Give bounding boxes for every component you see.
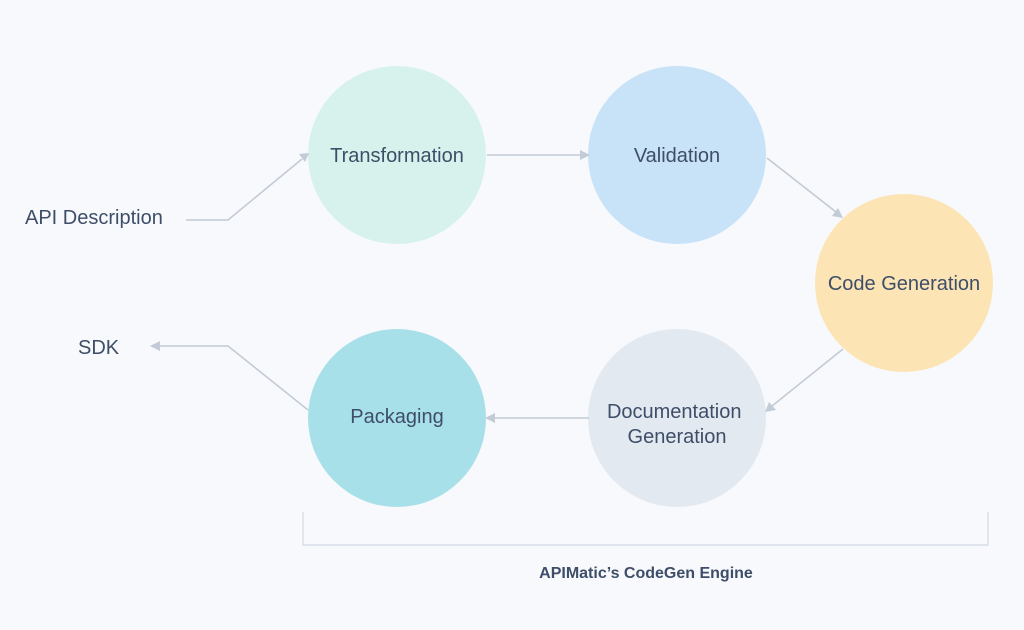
api-description-input-label: API Description <box>25 207 163 229</box>
code-generation-stage-circle <box>815 194 993 372</box>
documentation-generation-stage-circle <box>588 329 766 507</box>
code-generation-stage-label: Code Generation <box>828 273 980 295</box>
sdk-output-label: SDK <box>78 337 120 359</box>
arrowhead-icon <box>150 341 160 351</box>
arrowhead-icon <box>485 413 495 423</box>
arrowhead-icon <box>299 153 309 162</box>
validation-stage-label: Validation <box>634 145 720 167</box>
engine-label: APIMatic’s CodeGen Engine <box>539 565 753 582</box>
input-to-transformation-connector <box>186 158 303 221</box>
packaging-stage-label: Packaging <box>350 406 443 428</box>
arrowhead-icon <box>765 402 776 412</box>
validation-stage-circle <box>588 66 766 244</box>
engine-bracket <box>302 512 989 546</box>
code-generation-to-documentation-connector <box>771 348 844 407</box>
transformation-stage-label: Transformation <box>330 145 464 167</box>
documentation-generation-stage-label: Documentation Generation <box>607 401 747 448</box>
arrowhead-icon <box>832 208 843 218</box>
transformation-stage-circle <box>308 66 486 244</box>
packaging-to-sdk-connector <box>160 345 309 411</box>
arrowhead-icon <box>580 150 590 160</box>
packaging-stage-circle <box>308 329 486 507</box>
validation-to-code-generation-connector <box>766 157 837 213</box>
